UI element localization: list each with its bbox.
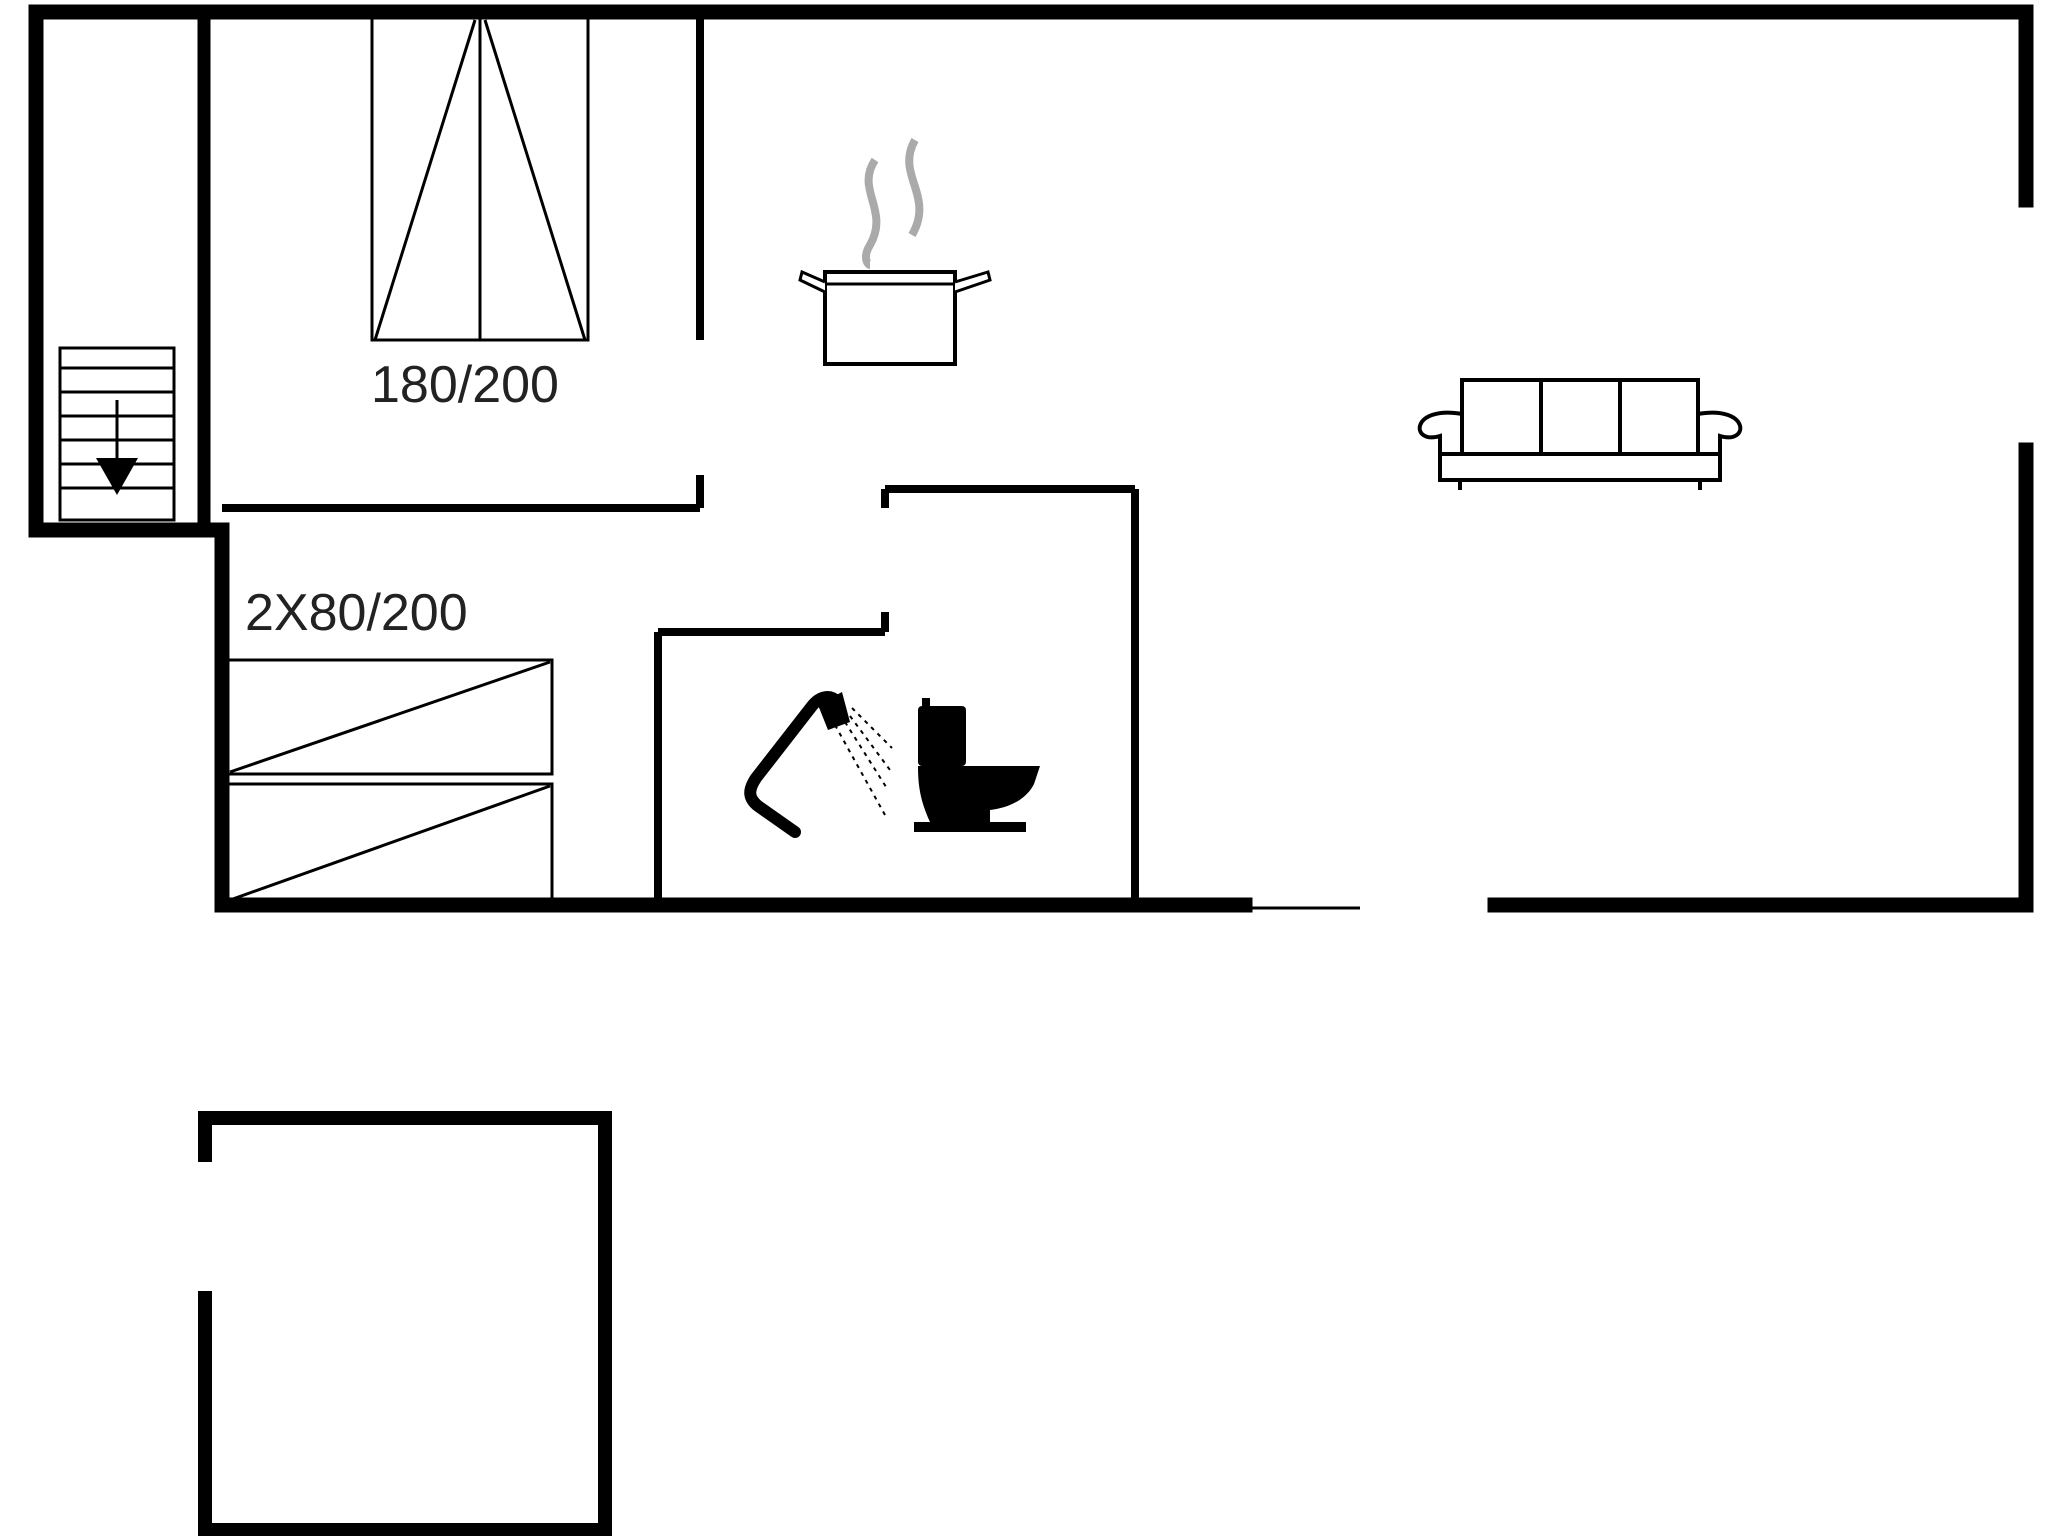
single-bed-icon (226, 658, 554, 776)
stairs-down-icon (58, 346, 176, 522)
exterior-walls (28, 4, 2034, 913)
sofa-icon (1417, 378, 1743, 490)
single-bed-icon (226, 782, 554, 904)
shower-icon (744, 691, 893, 838)
cooking-pot-icon (798, 138, 992, 366)
annex-walls (198, 1111, 612, 1536)
double-bed-icon (370, 16, 590, 342)
toilet-icon (914, 698, 1040, 832)
bed-size-label: 2X80/200 (245, 584, 468, 642)
bed-size-label: 180/200 (371, 356, 559, 414)
interior-walls (197, 5, 1139, 905)
